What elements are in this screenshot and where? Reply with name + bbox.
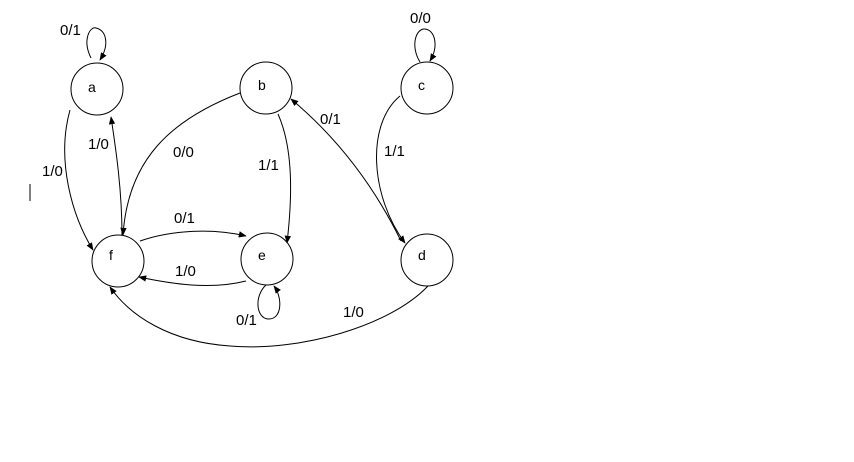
edge-e-to-e [257, 284, 281, 320]
state-label-a: a [88, 79, 96, 95]
edge-label-e-to-f: 1/0 [175, 263, 196, 280]
edge-c-to-c [414, 28, 437, 63]
edge-label-f-to-a: 1/0 [88, 136, 109, 153]
edge-label-b-to-e: 1/1 [258, 157, 279, 174]
edge-b-to-e [277, 113, 292, 244]
edge-a-to-a [86, 27, 107, 61]
edge-f-to-a [108, 116, 123, 237]
state-e: e [240, 232, 294, 286]
state-label-f: f [109, 247, 113, 263]
edge-e-to-f [138, 275, 247, 287]
edge-c-to-d [376, 95, 406, 244]
state-c: c [400, 61, 454, 115]
edge-label-a-to-a: 0/1 [60, 22, 81, 39]
edge-d-to-f [109, 285, 429, 348]
state-f: f [91, 234, 145, 288]
edge-label-d-to-f: 1/0 [343, 304, 364, 321]
edge-label-e-to-e: 0/1 [236, 312, 257, 329]
edge-b-to-f [120, 92, 241, 236]
edge-f-to-e [139, 230, 247, 242]
edge-label-d-to-b: 0/1 [320, 111, 341, 128]
edge-label-a-to-f: 1/0 [42, 163, 63, 180]
edge-label-f-to-e: 0/1 [174, 210, 195, 227]
edge-label-c-to-d: 1/1 [384, 143, 405, 160]
edge-label-c-to-c: 0/0 [410, 10, 431, 27]
state-a: a [70, 62, 124, 116]
edge-a-to-f [64, 109, 94, 251]
state-label-b: b [258, 77, 266, 93]
state-label-c: c [418, 77, 425, 93]
state-b: b [239, 61, 293, 115]
edge-label-b-to-f: 0/0 [173, 144, 194, 161]
state-label-e: e [258, 247, 266, 263]
transitions: 0/1 1/0 1/0 0/0 1/1 0/1 1/0 0/1 0/0 1/1 … [42, 10, 437, 348]
states: a b c d e f [70, 61, 454, 288]
state-d: d [400, 233, 454, 287]
state-label-d: d [418, 247, 426, 263]
edge-d-to-b [290, 98, 402, 242]
